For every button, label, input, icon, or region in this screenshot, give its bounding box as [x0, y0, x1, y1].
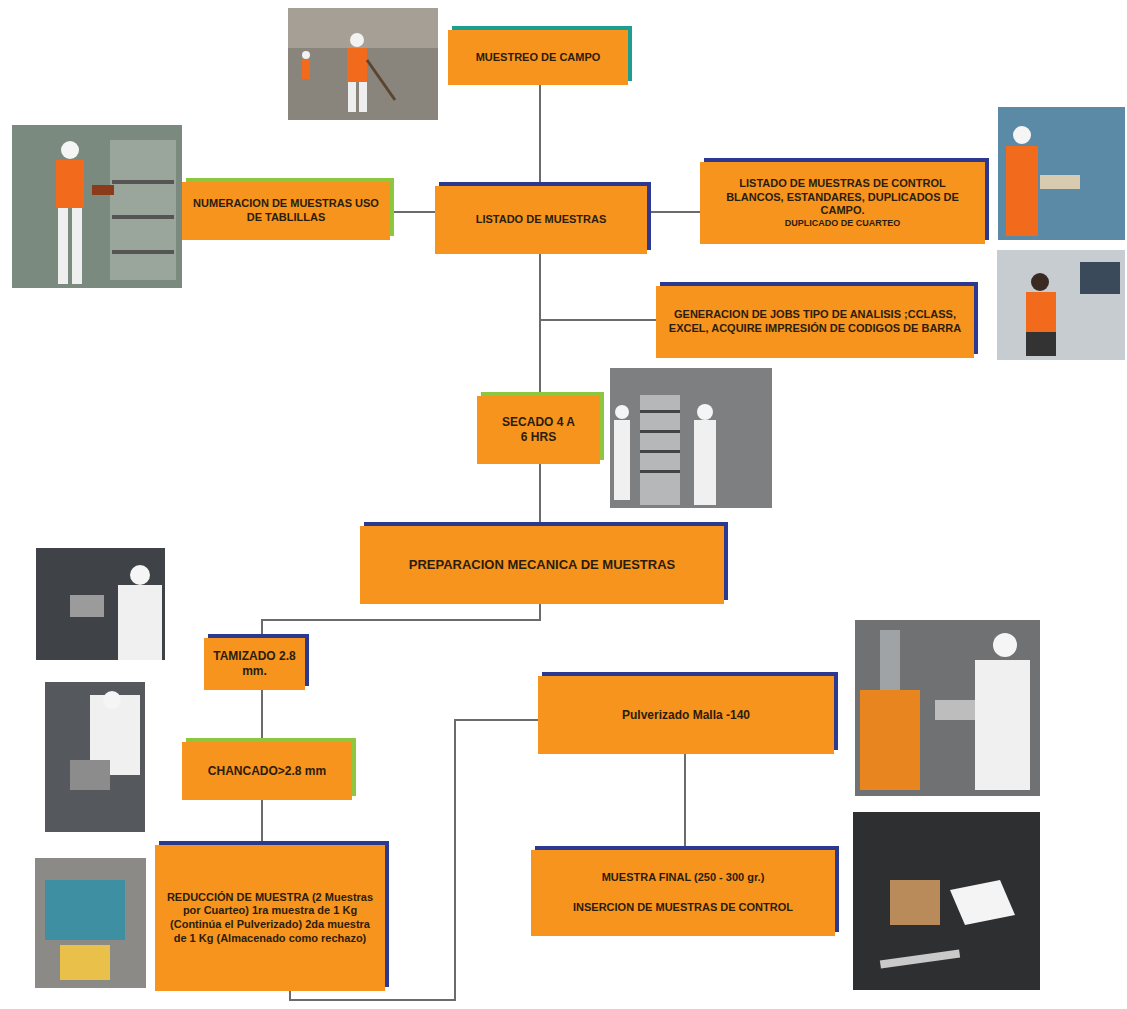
process-box: CHANCADO>2.8 mm — [182, 742, 352, 800]
process-box: NUMERACION DE MUESTRAS USO DE TABLILLAS — [182, 182, 390, 240]
connector-line — [390, 211, 435, 213]
process-box: GENERACION DE JOBS TIPO DE ANALISIS ;CCL… — [656, 286, 974, 358]
connector-line — [539, 464, 541, 526]
connector-line — [262, 604, 540, 638]
box-text: MUESTREO DE CAMPO — [476, 51, 601, 65]
photo-field-sampling — [288, 8, 438, 120]
box-text: LISTADO DE MUESTRAS DE CONTROL BLANCOS, … — [710, 177, 975, 218]
box-text: GENERACION DE JOBS TIPO DE ANALISIS ;CCL… — [666, 308, 964, 336]
connector-line — [261, 690, 263, 742]
photo-final-sample — [853, 812, 1040, 990]
process-box: Pulverizado Malla -140 — [538, 676, 834, 754]
process-box: LISTADO DE MUESTRAS — [435, 186, 647, 254]
photo-numbering — [12, 125, 182, 288]
process-box: LISTADO DE MUESTRAS DE CONTROL BLANCOS, … — [700, 162, 985, 244]
connector-line — [647, 211, 700, 213]
connector-line — [540, 254, 656, 320]
process-box: MUESTRA FINAL (250 - 300 gr.) INSERCION D… — [531, 850, 835, 936]
connector-line — [684, 754, 686, 850]
photo-crushing — [45, 682, 145, 832]
box-text: Pulverizado Malla -140 — [622, 708, 750, 723]
process-box: REDUCCIÓN DE MUESTRA (2 Muestras por Cua… — [155, 845, 385, 991]
connector-line — [261, 800, 263, 845]
box-text: LISTADO DE MUESTRAS — [476, 213, 607, 227]
process-box: MUESTREO DE CAMPO — [448, 30, 628, 85]
photo-drying — [610, 368, 772, 508]
box-subtext: DUPLICADO DE CUARTEO — [785, 218, 901, 229]
photo-pulverizing — [855, 620, 1040, 796]
box-text: NUMERACION DE MUESTRAS USO DE TABLILLAS — [192, 197, 380, 225]
photo-sieving — [36, 548, 165, 660]
process-box: TAMIZADO 2.8 mm. — [204, 638, 305, 690]
box-text: REDUCCIÓN DE MUESTRA (2 Muestras por Cua… — [163, 891, 377, 946]
box-subtext: INSERCION DE MUESTRAS DE CONTROL — [573, 901, 793, 915]
box-text: CHANCADO>2.8 mm — [208, 764, 326, 779]
box-text: MUESTRA FINAL (250 - 300 gr.) — [602, 871, 765, 885]
process-box: SECADO 4 A 6 HRS — [477, 396, 600, 464]
photo-control-samples — [998, 107, 1125, 240]
box-text: PREPARACION MECANICA DE MUESTRAS — [409, 557, 676, 573]
photo-reduction — [35, 858, 146, 988]
process-box: PREPARACION MECANICA DE MUESTRAS — [360, 526, 724, 604]
box-text: TAMIZADO 2.8 mm. — [210, 649, 299, 679]
photo-job-generation — [997, 250, 1125, 360]
connector-line — [539, 85, 541, 186]
box-text: SECADO 4 A 6 HRS — [499, 415, 578, 445]
connector-line — [539, 254, 541, 396]
